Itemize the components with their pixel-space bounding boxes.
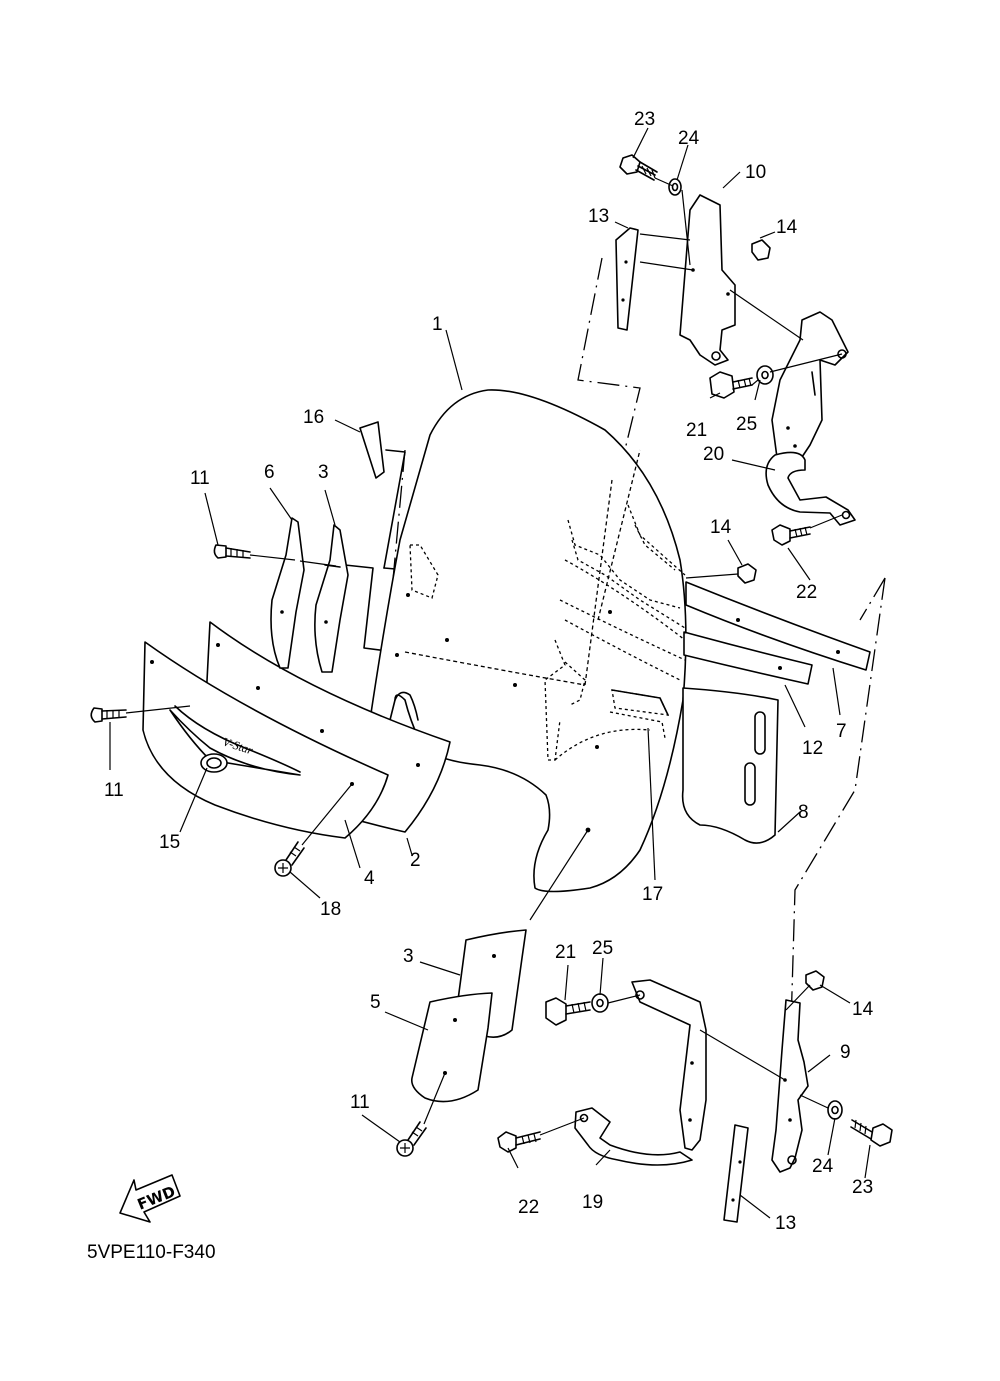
part-label-21-lower: 21: [555, 942, 576, 963]
emblem-part-15: V-Star: [169, 705, 301, 776]
garnish-panel-part-4: V-Star: [142, 641, 389, 839]
windshield-part-1: [369, 389, 687, 893]
part-label-20: 20: [703, 444, 724, 465]
part-label-13-upper: 13: [588, 206, 609, 227]
washer-part-24-upper: [668, 178, 682, 196]
part-label-25-upper: 25: [736, 414, 757, 435]
upper-bracket-part-10: [679, 194, 736, 366]
part-label-23-lower: 23: [852, 1177, 873, 1198]
part-label-17: 17: [642, 884, 663, 905]
stay-part-20: [765, 311, 856, 526]
plate-part-13-lower: [723, 1124, 749, 1223]
screw-part-18: [274, 783, 353, 877]
plate-part-5: [410, 992, 493, 1103]
part-label-9: 9: [840, 1042, 851, 1063]
part-label-14-middle: 14: [710, 517, 732, 538]
drawing-code: 5VPE110-F340: [87, 1242, 216, 1263]
part-label-11-upper: 11: [190, 468, 210, 489]
part-label-16: 16: [303, 407, 324, 428]
part-label-1: 1: [432, 314, 443, 335]
lower-assembly-guide-lines: [539, 984, 829, 1136]
part-label-11-left: 11: [104, 780, 124, 801]
fwd-direction-arrow: FWD: [119, 1174, 181, 1223]
part-label-24-upper: 24: [678, 128, 700, 149]
washer-part-24-lower: [827, 1100, 843, 1120]
bracket-part-17: [611, 689, 669, 716]
part-label-13-lower: 13: [775, 1213, 796, 1234]
part-label-3-upper: 3: [318, 462, 329, 483]
part-label-15: 15: [159, 832, 180, 853]
stay-part-19: [574, 979, 707, 1166]
part-label-19: 19: [582, 1192, 603, 1213]
part-label-25-lower: 25: [592, 938, 613, 959]
part-label-4: 4: [364, 868, 375, 889]
part-label-2: 2: [410, 850, 421, 871]
part-label-14-upper: 14: [776, 217, 798, 238]
nut-part-14-lower: [805, 970, 825, 991]
lower-panel-guide-line: [529, 829, 589, 921]
part-label-21-upper: 21: [686, 420, 707, 441]
bolt-part-22-upper: [771, 524, 811, 546]
leader-lines: [109, 127, 871, 1219]
part-label-10: 10: [745, 162, 766, 183]
part-label-3-lower: 3: [403, 946, 414, 967]
bolt-part-22-lower: [497, 1131, 541, 1153]
bolt-part-23-upper: [619, 154, 658, 181]
part-label-12: 12: [802, 738, 823, 759]
screw-part-11-left: [90, 705, 191, 723]
part-number-labels: 1 2 3 3 4 5 6 7 8 9 10 11 11 11 12 13 13…: [104, 109, 874, 1234]
plate-part-6: [270, 517, 305, 669]
screw-part-11-upper: [213, 544, 337, 567]
part-label-11-lower: 11: [350, 1092, 370, 1113]
part-label-5: 5: [370, 992, 381, 1013]
bolt-part-21-upper: [709, 371, 753, 399]
slotted-plate-part-8: [681, 687, 779, 844]
bolt-part-21-lower: [545, 997, 591, 1026]
part-label-22-lower: 22: [518, 1197, 539, 1218]
nut-part-14-middle: [737, 563, 757, 584]
bolt-part-23-lower: [850, 1119, 893, 1147]
part-label-22-upper: 22: [796, 582, 817, 603]
part-label-8: 8: [798, 802, 809, 823]
part-label-7: 7: [836, 721, 847, 742]
upper-assembly-guide-lines: [639, 177, 843, 579]
plate-part-13-upper: [615, 227, 639, 331]
sticker-part-16: [359, 421, 385, 479]
washer-part-25-lower: [591, 993, 609, 1013]
part-label-18: 18: [320, 899, 341, 920]
part-label-24-lower: 24: [812, 1156, 834, 1177]
lower-bracket-part-9: [771, 999, 809, 1173]
part-label-6: 6: [264, 462, 275, 483]
nut-part-14-upper: [751, 239, 771, 261]
plate-part-3-upper: [314, 524, 349, 673]
part-label-14-lower: 14: [852, 999, 874, 1020]
washer-part-25-upper: [756, 365, 774, 385]
part-label-23-upper: 23: [634, 109, 655, 130]
strip-part-12: [683, 631, 813, 685]
strip-part-7: [685, 581, 871, 671]
screw-part-11-lower: [396, 1072, 446, 1157]
